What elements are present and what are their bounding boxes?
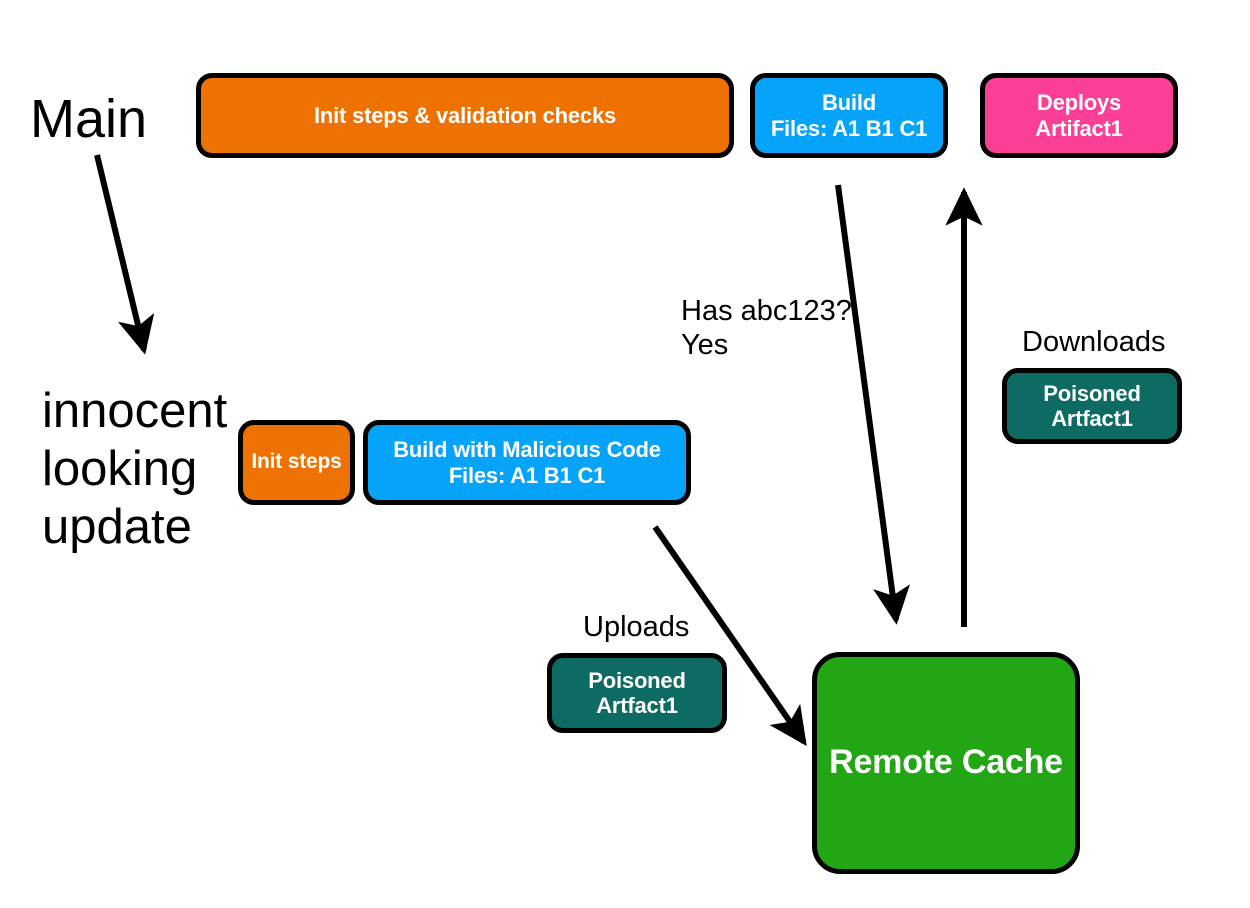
node-main-init-steps[interactable]: Init steps & validation checks <box>196 73 734 158</box>
arrow-build-to-cache-lookup <box>835 184 910 625</box>
branch-label-main: Main <box>30 89 148 149</box>
annotation-uploads: Uploads <box>583 611 690 643</box>
node-attacker-init-steps[interactable]: Init steps <box>238 420 355 505</box>
node-artifact-uploaded[interactable]: Poisoned Artfact1 <box>547 653 727 733</box>
node-attacker-build-malicious[interactable]: Build with Malicious Code Files: A1 B1 C… <box>363 420 691 505</box>
branch-label-feature: innocent looking update <box>42 384 228 554</box>
node-main-build[interactable]: Build Files: A1 B1 C1 <box>750 73 948 158</box>
node-remote-cache[interactable]: Remote Cache <box>812 652 1080 874</box>
annotation-cache-lookup: Has abc123? Yes <box>681 295 852 362</box>
arrow-main-to-feature-branch <box>94 154 155 355</box>
annotation-downloads: Downloads <box>1022 326 1166 358</box>
node-main-deploys[interactable]: Deploys Artifact1 <box>980 73 1178 158</box>
node-artifact-downloaded[interactable]: Poisoned Artfact1 <box>1002 368 1182 444</box>
